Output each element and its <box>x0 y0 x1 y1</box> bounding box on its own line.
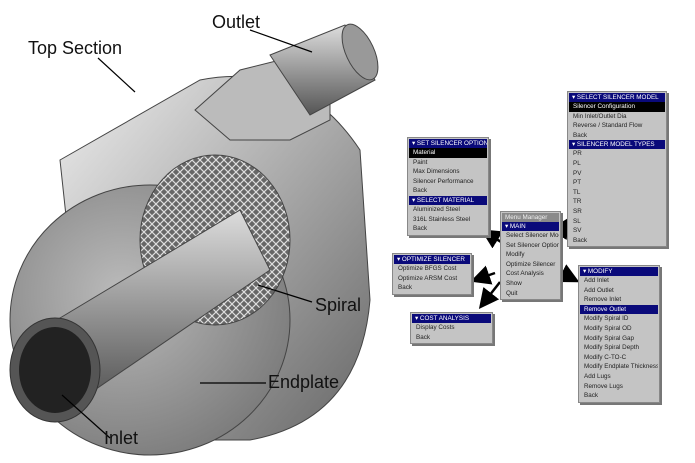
menu-item[interactable]: Add Inlet <box>584 277 609 284</box>
set-silencer-options-menu: SET SILENCER OPTIONS Material Paint Max … <box>407 137 489 236</box>
menu-header: SELECT MATERIAL <box>409 195 487 205</box>
menu-item[interactable]: Back <box>584 392 598 400</box>
menu-item[interactable]: 316L Stainless Steel <box>413 215 471 223</box>
menu-item[interactable]: Modify C-TO-C <box>584 353 627 361</box>
menu-manager-title: Menu Manager <box>502 213 559 222</box>
menu-item[interactable]: PT <box>573 179 582 187</box>
menu-item[interactable]: Modify Spiral Depth <box>584 344 639 352</box>
menu-item[interactable]: Remove Outlet <box>580 304 658 315</box>
menu-item[interactable]: Set Silencer Options <box>506 241 559 249</box>
menu-item[interactable]: Back <box>416 333 430 341</box>
menu-header: COST ANALYSIS <box>412 314 491 323</box>
menu-item[interactable]: Modify Spiral OD <box>584 324 632 332</box>
menu-item[interactable]: SL <box>573 217 581 225</box>
menu-item[interactable]: Back <box>573 131 587 139</box>
modify-menu: MODIFY Add Inlet Add Outlet Remove Inlet… <box>578 265 660 403</box>
menu-item[interactable]: Add Outlet <box>584 286 614 294</box>
menu-item[interactable]: PL <box>573 159 581 167</box>
menu-header: MODIFY <box>580 267 658 276</box>
select-silencer-model-menu: SELECT SILENCER MODEL Silencer Configura… <box>567 91 667 248</box>
menu-item[interactable]: Back <box>573 236 587 244</box>
menu-item[interactable]: Silencer Configuration <box>569 102 665 112</box>
label-spiral: Spiral <box>315 295 362 315</box>
menu-manager: Menu Manager MAIN Select Silencer Model … <box>500 211 561 301</box>
cost-analysis-menu: COST ANALYSIS Display Costs Back <box>410 312 493 345</box>
menu-item[interactable]: Cost Analysis <box>506 270 544 278</box>
menu-item[interactable]: Remove Inlet <box>584 296 622 304</box>
menu-item[interactable]: Display Costs <box>416 324 455 331</box>
menu-header: SELECT SILENCER MODEL <box>569 93 665 102</box>
menu-item[interactable]: Optimize BFGS Cost <box>398 265 457 272</box>
leader-lines <box>61 29 313 439</box>
menu-item[interactable]: Remove Lugs <box>584 382 623 390</box>
menu-item[interactable]: PV <box>573 169 582 177</box>
menu-item[interactable]: Optimize Silencer <box>506 260 556 268</box>
menu-header: MAIN <box>502 222 559 231</box>
menu-item[interactable]: Add Lugs <box>584 372 611 380</box>
menu-item[interactable]: Show <box>506 279 522 287</box>
menu-header: SILENCER MODEL TYPES <box>569 140 665 150</box>
menu-item[interactable]: Modify <box>506 251 525 259</box>
menu-item[interactable]: Silencer Performance <box>413 177 474 185</box>
menu-item[interactable]: SV <box>573 227 582 235</box>
menu-header: SET SILENCER OPTIONS <box>409 139 487 148</box>
menu-item[interactable]: Select Silencer Model <box>506 232 559 239</box>
menu-item[interactable]: Quit <box>506 289 518 297</box>
label-outlet: Outlet <box>212 12 261 32</box>
menu-item[interactable]: Optimize ARSM Cost <box>398 274 458 282</box>
menu-item[interactable]: Modify Spiral Gap <box>584 334 635 342</box>
optimize-silencer-menu: OPTIMIZE SILENCER Optimize BFGS Cost Opt… <box>392 253 472 295</box>
menu-item[interactable]: TL <box>573 188 581 196</box>
menu-item[interactable]: Modify Endplate Thickness <box>584 363 658 371</box>
menu-item[interactable]: Back <box>413 187 427 195</box>
label-inlet: Inlet <box>104 428 139 448</box>
menu-item[interactable]: PR <box>573 150 582 158</box>
menu-item[interactable]: Back <box>413 225 427 233</box>
menu-item[interactable]: Material <box>409 148 487 158</box>
menu-item[interactable]: Modify Spiral ID <box>584 315 629 323</box>
silencer-body <box>9 23 379 456</box>
menu-item[interactable]: Back <box>398 284 412 292</box>
label-top-section: Top Section <box>28 38 123 58</box>
menu-item[interactable]: Min Inlet/Outlet Dia <box>573 112 627 120</box>
menu-item[interactable]: SR <box>573 207 582 215</box>
menu-item[interactable]: Reverse / Standard Flow <box>573 122 643 130</box>
label-endplate: Endplate <box>268 372 340 392</box>
menu-header: OPTIMIZE SILENCER <box>394 255 470 264</box>
menu-item[interactable]: Paint <box>413 158 428 166</box>
menu-item[interactable]: Max Dimensions <box>413 168 460 176</box>
menu-item[interactable]: TR <box>573 198 582 206</box>
menu-item[interactable]: Aluminized Steel <box>413 205 460 213</box>
